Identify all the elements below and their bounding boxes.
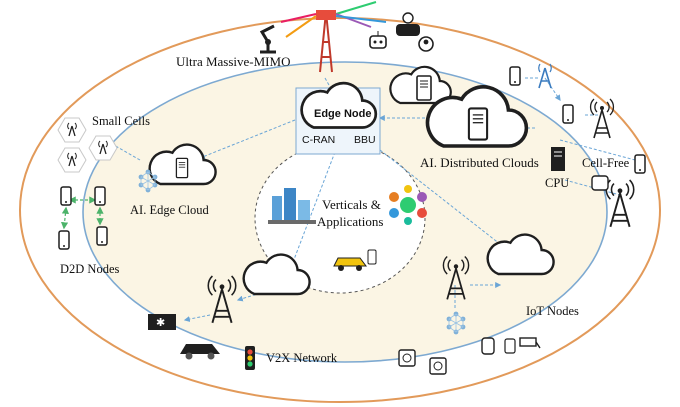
- ai-edge-cloud-label: AI. Edge Cloud: [130, 203, 209, 217]
- c-ran-label: C-RAN: [302, 134, 336, 146]
- edge-node-label: Edge Node: [314, 108, 372, 120]
- user-icon: [418, 36, 434, 52]
- d2d-links: [60, 196, 104, 230]
- washing-machine-icon: [398, 349, 416, 367]
- d2d-phone-icon-3: [58, 230, 70, 250]
- v2x-network-label: V2X Network: [266, 351, 338, 365]
- watch-icon: [481, 337, 495, 355]
- svg-text:✱: ✱: [156, 316, 165, 329]
- d2d-nodes-label: D2D Nodes: [60, 262, 120, 276]
- mobile-phone-icon-2: [562, 104, 574, 124]
- cctv-camera-icon: [519, 337, 541, 349]
- cpu-label: CPU: [545, 176, 570, 190]
- city-buildings-icon: [268, 188, 316, 224]
- traffic-light-icon: [245, 346, 255, 370]
- verticals-label-line2: Applications: [317, 214, 384, 229]
- connected-car-icon: [333, 249, 377, 271]
- antenna-icon: [538, 63, 552, 89]
- small-cells-label: Small Cells: [92, 114, 150, 128]
- vr-headset-icon: [396, 12, 420, 36]
- handset-icon: [634, 154, 646, 174]
- washing-machine-icon-2: [429, 357, 447, 375]
- car-icon: [180, 344, 220, 360]
- device-icon: [591, 175, 609, 191]
- ai-edge-server-icon: [175, 157, 189, 179]
- iot-device-icon: [504, 338, 516, 354]
- robot-arm-icon: [259, 24, 276, 54]
- apps-icon: [389, 185, 427, 225]
- d2d-phone-icon: [60, 186, 72, 206]
- d2d-phone-icon-4: [96, 226, 108, 246]
- mobile-phone-icon: [509, 66, 521, 86]
- cell-free-label: Cell-Free: [582, 156, 630, 170]
- robot-icon: [369, 31, 387, 49]
- bbu-label: BBU: [354, 134, 376, 146]
- ultra-mimo-label: Ultra Massive-MIMO: [176, 54, 291, 69]
- server-icon-large: [467, 107, 489, 141]
- ambulance-icon: ✱: [148, 314, 176, 330]
- cpu-server-icon: [551, 147, 565, 171]
- iot-nodes-label: IoT Nodes: [526, 304, 579, 318]
- server-icon: [416, 75, 432, 101]
- mimo-tower-icon: [280, 1, 387, 73]
- d2d-phone-icon-2: [94, 186, 106, 206]
- verticals-region: [254, 142, 426, 294]
- ai-distributed-clouds-label: AI. Distributed Clouds: [420, 155, 539, 170]
- verticals-label-line1: Verticals &: [322, 197, 381, 212]
